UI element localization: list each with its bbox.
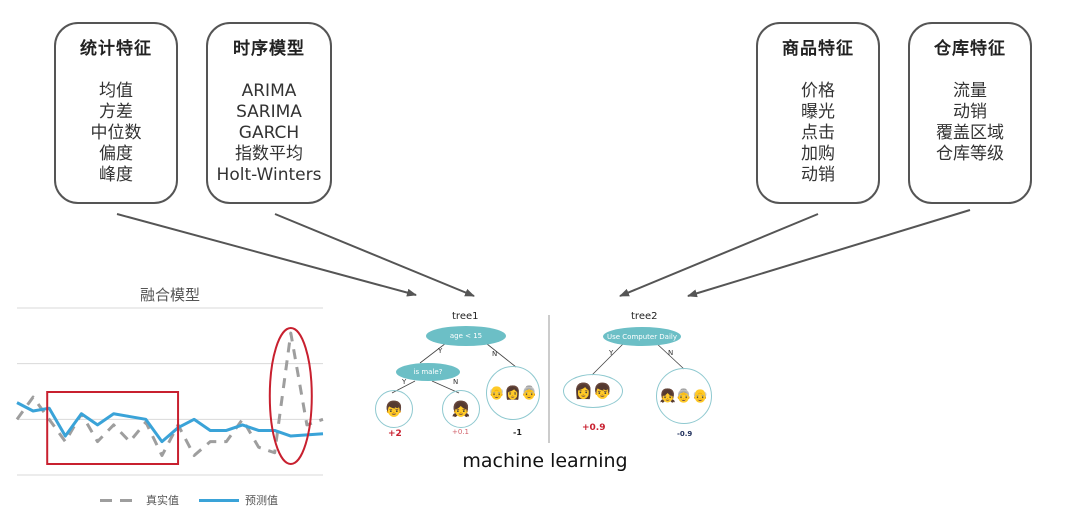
feature-box-time-series: 时序模型 ARIMA SARIMA GARCH 指数平均 Holt-Winter… <box>206 22 332 204</box>
box-item: 中位数 <box>90 123 142 143</box>
highlight-rectangle <box>46 391 180 465</box>
box-title: 时序模型 <box>233 39 305 59</box>
box-item: 指数平均 <box>235 144 303 164</box>
arrow-timeseries-to-tree1 <box>274 213 475 297</box>
series-actual-line <box>15 331 324 458</box>
box-title: 商品特征 <box>782 39 854 59</box>
tree2-title: tree2 <box>631 311 658 322</box>
tree2-edge-yes <box>591 341 626 376</box>
box-item: 偏度 <box>99 144 133 164</box>
legend-predicted-swatch <box>199 498 239 502</box>
box-item: 点击 <box>801 123 835 143</box>
tree1-edge-root-no <box>481 339 517 368</box>
girl-icon: 👧 <box>659 388 676 404</box>
box-item: 加购 <box>801 144 835 164</box>
tree1-root-no: N <box>492 350 498 358</box>
feature-box-statistics: 统计特征 均值 方差 中位数 偏度 峰度 <box>54 22 178 204</box>
box-item: 均值 <box>99 81 133 101</box>
girl-icon: 👧 <box>451 400 471 418</box>
tree2-no: N <box>668 349 674 357</box>
box-item: 峰度 <box>99 165 133 185</box>
box-item: SARIMA <box>236 102 302 122</box>
tree1-score-family: -1 <box>513 428 522 437</box>
legend-actual-swatch <box>100 498 140 502</box>
box-item: ARIMA <box>241 81 297 101</box>
box-item: 覆盖区域 <box>936 123 1004 143</box>
chart-legend: 真实值 预测值 <box>100 492 278 508</box>
box-item: 动销 <box>953 102 987 122</box>
tree2-score-negative: -0.9 <box>677 430 693 438</box>
chart-title: 融合模型 <box>139 286 200 304</box>
tree2-leaf-mother-boy: 👩👦 <box>563 374 623 408</box>
arrow-statistics-to-tree1 <box>116 213 417 297</box>
box-item: 流量 <box>953 81 987 101</box>
tree1-inner-yes: Y <box>402 378 407 386</box>
grandma-icon: 👵 <box>521 385 538 401</box>
grandpa-icon: 👴 <box>692 388 709 404</box>
box-item: GARCH <box>238 123 300 143</box>
box-title: 统计特征 <box>80 39 152 59</box>
tree2-root-node: Use Computer Daily <box>603 327 681 346</box>
mother-icon: 👩 <box>574 382 593 400</box>
legend-predicted-label: 预测值 <box>245 494 278 507</box>
box-title: 仓库特征 <box>934 39 1006 59</box>
grandpa-icon: 👴 <box>488 385 505 401</box>
highlight-ellipse <box>268 327 313 465</box>
legend-actual-label: 真实值 <box>146 494 179 507</box>
fusion-model-chart <box>15 307 324 476</box>
boy-icon: 👦 <box>384 400 404 418</box>
mother-icon: 👩 <box>504 385 522 401</box>
tree1-score-boy: +2 <box>388 429 402 439</box>
machine-learning-label: machine learning <box>462 450 628 472</box>
box-item: Holt-Winters <box>216 165 322 185</box>
boy-icon: 👦 <box>593 382 612 400</box>
arrow-product-to-tree2 <box>619 213 819 297</box>
grandma-icon: 👵 <box>675 388 693 404</box>
tree1-inner-no: N <box>453 378 459 386</box>
feature-box-product: 商品特征 价格 曝光 点击 加购 动销 <box>756 22 880 204</box>
tree2-score-positive: +0.9 <box>582 423 606 433</box>
tree1-root-node: age < 15 <box>426 326 506 346</box>
tree2-leaf-family: 👧👵👴 <box>656 368 712 424</box>
tree2-edge-no <box>654 341 685 370</box>
box-item: 动销 <box>801 165 835 185</box>
tree1-root-yes: Y <box>438 347 443 355</box>
tree1-leaf-boy: 👦 <box>375 390 413 428</box>
box-item: 曝光 <box>801 102 835 122</box>
arrow-warehouse-to-tree2 <box>687 209 971 298</box>
tree1-score-girl: +0.1 <box>452 428 469 436</box>
box-item: 仓库等级 <box>936 144 1004 164</box>
tree1-title: tree1 <box>452 311 479 322</box>
tree1-inner-node: is male? <box>396 363 460 381</box>
box-item: 价格 <box>801 81 835 101</box>
tree1-leaf-girl: 👧 <box>442 390 480 428</box>
feature-box-warehouse: 仓库特征 流量 动销 覆盖区域 仓库等级 <box>908 22 1032 204</box>
tree2-yes: Y <box>609 349 614 357</box>
box-item: 方差 <box>99 102 133 122</box>
tree1-leaf-family: 👴👩👵 <box>486 366 540 420</box>
